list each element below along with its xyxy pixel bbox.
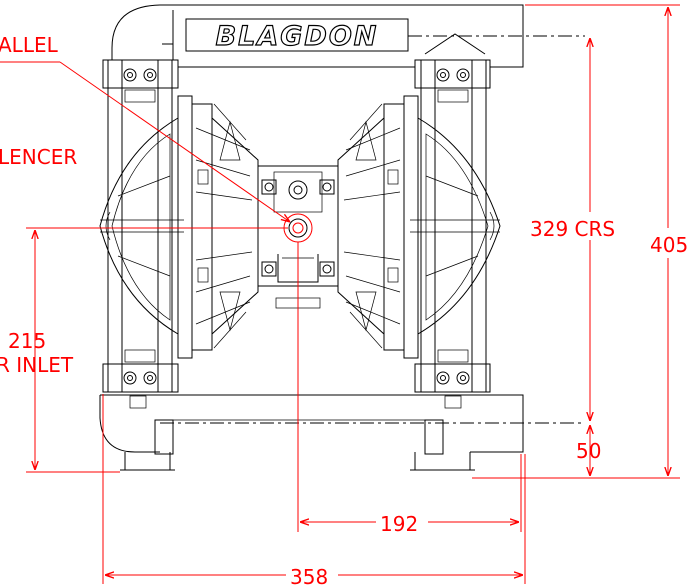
air-inlet-label: R INLET: [0, 353, 74, 377]
air-inlet-height-dimension: 215 R INLET: [0, 227, 288, 473]
brand-plate: [185, 18, 409, 52]
air-inlet-fitting: [283, 213, 313, 243]
left-ribbed-housing: [177, 95, 259, 359]
left-diaphragm-chamber: [99, 117, 184, 335]
dimensions: ALLEL LENCER 215 R INLET 329 CRS 405: [0, 4, 690, 587]
inlet-offset-dimension: 192: [297, 242, 522, 536]
overall-width-dimension: 358: [102, 394, 526, 587]
air-inlet-height-value: 215: [8, 329, 46, 353]
bottom-manifold: [99, 394, 585, 471]
inlet-offset-value: 192: [380, 512, 418, 536]
centres-value: 329 CRS: [530, 217, 615, 241]
right-flange: [414, 59, 491, 409]
brand-logo: BLAGDON: [216, 21, 379, 52]
overall-height-dimension: 405: [472, 4, 690, 479]
exhaust-thread-callout: ALLEL: [0, 33, 290, 222]
base-height-dimension: 50: [576, 425, 601, 476]
overall-height-value: 405: [650, 233, 688, 257]
right-diaphragm-chamber: [410, 117, 501, 335]
silencer-label: LENCER: [0, 145, 77, 169]
pump-body: BLAGDON: [99, 4, 585, 471]
overall-width-value: 358: [290, 565, 328, 587]
right-ribbed-housing: [337, 95, 419, 359]
base-height-value: 50: [576, 439, 601, 463]
exhaust-thread-label: ALLEL: [0, 33, 59, 57]
centres-dimension: 329 CRS: [528, 38, 646, 421]
left-flange: [102, 59, 179, 409]
top-manifold: BLAGDON: [111, 4, 585, 68]
